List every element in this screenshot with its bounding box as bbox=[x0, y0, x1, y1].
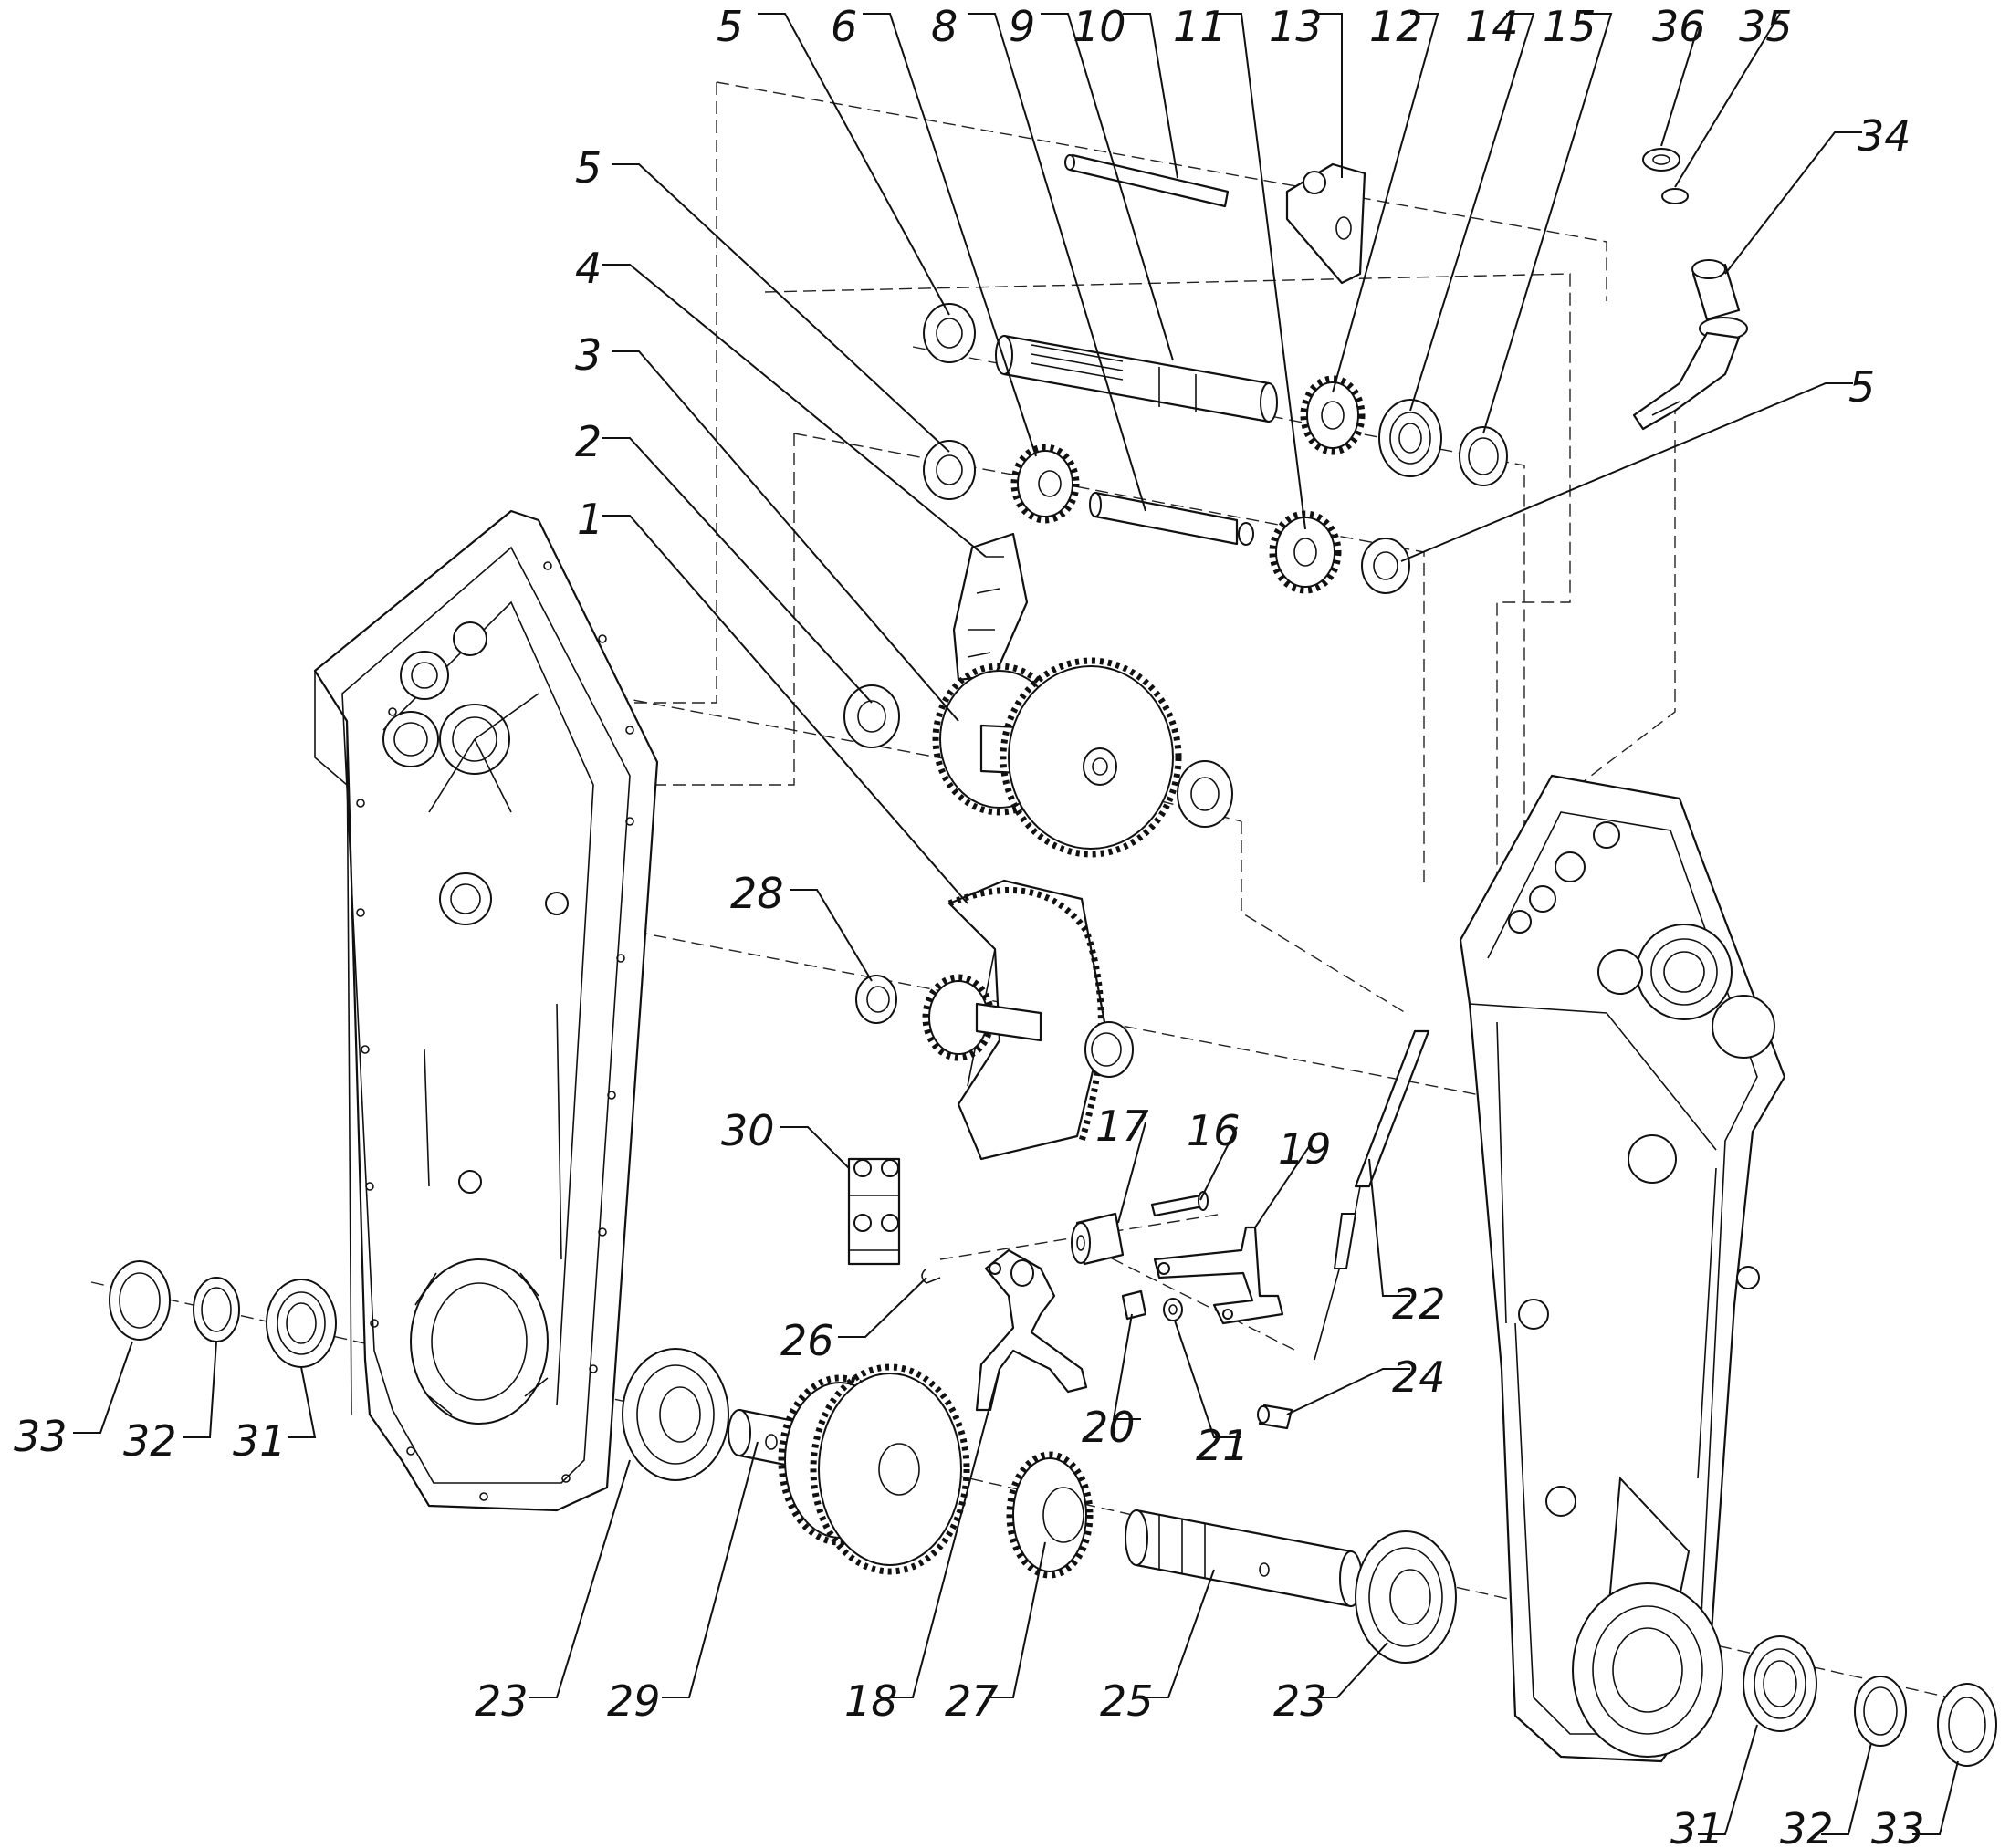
callout-33: 33 bbox=[14, 1412, 68, 1461]
part-8-shaft bbox=[1089, 491, 1254, 546]
part-28-bushing bbox=[855, 975, 897, 1024]
part-5-bearing-lower bbox=[1177, 760, 1233, 828]
callout-27: 27 bbox=[945, 1676, 999, 1726]
part-22-cable bbox=[1314, 1029, 1430, 1361]
callout-8: 8 bbox=[931, 2, 958, 51]
part-26-clip bbox=[921, 1268, 941, 1284]
callout-32: 32 bbox=[123, 1416, 177, 1466]
part-36-washer bbox=[1642, 148, 1680, 172]
part-32-ring-right bbox=[1854, 1676, 1907, 1747]
part-13-bracket bbox=[1285, 162, 1366, 285]
part-33-seal-left bbox=[109, 1260, 171, 1341]
callout-16: 16 bbox=[1187, 1106, 1241, 1155]
part-32-ring-left bbox=[193, 1277, 240, 1342]
axis-upper-output bbox=[716, 81, 1607, 301]
callout-1: 1 bbox=[577, 495, 603, 544]
callout-23: 23 bbox=[475, 1676, 529, 1726]
callout-25: 25 bbox=[1100, 1676, 1154, 1726]
part-24-pin bbox=[1257, 1404, 1293, 1430]
callout-labels: 5 6 8 9 10 11 13 12 14 15 36 35 34 5 4 3… bbox=[14, 2, 1925, 1848]
callout-23: 23 bbox=[1273, 1676, 1327, 1726]
axis-lever-34 bbox=[1578, 402, 1676, 786]
part-18-shift-fork bbox=[975, 1248, 1088, 1412]
part-6-sprocket bbox=[1010, 444, 1080, 524]
callout-29: 29 bbox=[607, 1676, 661, 1726]
callout-32: 32 bbox=[1780, 1804, 1834, 1848]
part-21-nut bbox=[1163, 1298, 1183, 1321]
part-20-bolt bbox=[1121, 1289, 1147, 1321]
part-31-bearing-right bbox=[1743, 1635, 1817, 1732]
callout-4: 4 bbox=[575, 244, 602, 293]
callout-3: 3 bbox=[575, 330, 602, 380]
left-housing bbox=[313, 509, 659, 1512]
part-2-bearing bbox=[843, 684, 900, 748]
right-housing bbox=[1459, 774, 1786, 1763]
callout-30: 30 bbox=[721, 1106, 775, 1155]
callout-28: 28 bbox=[730, 869, 784, 918]
part-30-chain-link bbox=[847, 1157, 901, 1266]
part-17-bushing bbox=[1071, 1212, 1125, 1266]
part-5-bearing-top bbox=[923, 303, 976, 363]
part-31-bearing-left bbox=[266, 1279, 337, 1368]
callout-36: 36 bbox=[1652, 2, 1706, 51]
part-29-sprocket-shaft bbox=[728, 1363, 970, 1575]
part-15-seal bbox=[1459, 426, 1508, 486]
output-shaft-row bbox=[109, 1260, 1997, 1767]
callout-19: 19 bbox=[1278, 1124, 1332, 1174]
callout-18: 18 bbox=[844, 1676, 898, 1726]
callout-15: 15 bbox=[1543, 2, 1596, 51]
middle-components bbox=[847, 879, 1430, 1430]
part-12-gear bbox=[1300, 375, 1366, 455]
callout-6: 6 bbox=[831, 2, 857, 51]
part-27-clutch bbox=[1006, 1451, 1094, 1579]
part-11-gear bbox=[1269, 510, 1342, 594]
axis-bearing-row bbox=[764, 273, 1571, 876]
part-10-pin bbox=[1068, 153, 1230, 208]
callout-26: 26 bbox=[780, 1316, 834, 1365]
callout-5: 5 bbox=[717, 2, 743, 51]
callout-35: 35 bbox=[1739, 2, 1793, 51]
callout-12: 12 bbox=[1369, 2, 1423, 51]
axis-shift bbox=[1076, 1240, 1297, 1352]
callout-10: 10 bbox=[1073, 2, 1126, 51]
upper-components bbox=[843, 148, 1748, 858]
callout-17: 17 bbox=[1095, 1101, 1149, 1151]
callout-5: 5 bbox=[575, 143, 602, 193]
callout-22: 22 bbox=[1392, 1279, 1446, 1329]
callout-31: 31 bbox=[1670, 1804, 1724, 1848]
part-23-bearing-left bbox=[622, 1348, 729, 1481]
callout-13: 13 bbox=[1269, 2, 1323, 51]
callout-21: 21 bbox=[1196, 1421, 1250, 1470]
part-bushing-right bbox=[1084, 1021, 1134, 1078]
part-4-chain bbox=[952, 532, 1029, 682]
part-14-bearing bbox=[1378, 399, 1442, 477]
part-16-pin bbox=[1150, 1191, 1209, 1217]
part-19-bracket bbox=[1153, 1226, 1284, 1325]
callout-9: 9 bbox=[1009, 2, 1035, 51]
callout-24: 24 bbox=[1392, 1352, 1446, 1402]
part-9-splined-shaft bbox=[995, 334, 1278, 423]
callout-20: 20 bbox=[1082, 1403, 1136, 1452]
part-5-bearing-mid bbox=[923, 440, 976, 500]
callout-11: 11 bbox=[1173, 2, 1227, 51]
part-3-gear-cluster bbox=[932, 657, 1182, 858]
callout-33: 33 bbox=[1871, 1804, 1925, 1848]
callout-31: 31 bbox=[233, 1416, 287, 1466]
callout-5: 5 bbox=[1848, 362, 1875, 412]
part-5-bearing-right bbox=[1361, 538, 1410, 594]
callout-2: 2 bbox=[575, 417, 602, 466]
part-23-bearing-right bbox=[1355, 1530, 1457, 1664]
part-33-seal-right bbox=[1937, 1683, 1997, 1767]
part-34-lever bbox=[1632, 259, 1748, 431]
callout-34: 34 bbox=[1858, 111, 1911, 161]
callout-14: 14 bbox=[1465, 2, 1519, 51]
axis-shaft-9 bbox=[912, 346, 1525, 922]
part-25-output-shaft bbox=[1125, 1509, 1363, 1608]
leader-lines bbox=[73, 13, 1959, 1835]
axis-gear-3-right bbox=[1241, 821, 1407, 1014]
part-35-ring bbox=[1661, 188, 1689, 204]
